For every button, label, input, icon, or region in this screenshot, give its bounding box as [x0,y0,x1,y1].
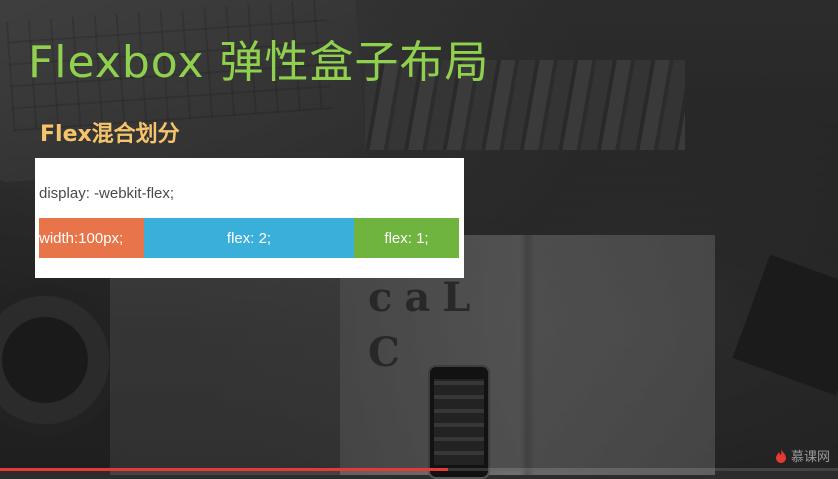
code-line: display: -webkit-flex; [39,185,175,202]
watermark: 慕课网 [775,446,830,465]
flex-item-fixed: width:100px; [39,218,144,258]
section-title: Flex混合划分 [40,122,180,147]
phone-screen [434,379,484,465]
phone-image [428,365,490,479]
paper-image [110,275,340,475]
flex-item-grow-1: flex: 1; [354,218,459,258]
watermark-text: 慕课网 [790,450,830,465]
video-progress-bar[interactable] [0,468,838,471]
video-progress-fill [0,468,449,471]
logo-glyph: a [404,274,431,321]
flex-item-grow-2: flex: 2; [144,218,354,258]
mug-image [0,285,120,435]
logo-glyph: L [442,274,471,321]
slide-title: Flexbox 弹性盒子布局 [28,37,490,88]
flex-row: width:100px; flex: 2; flex: 1; [39,218,459,258]
books-image [365,60,685,150]
flame-icon [775,448,786,463]
flex-demo-box: display: -webkit-flex; width:100px; flex… [35,158,464,278]
logo-glyph: c [368,274,393,321]
logo-glyph: C [368,329,400,376]
